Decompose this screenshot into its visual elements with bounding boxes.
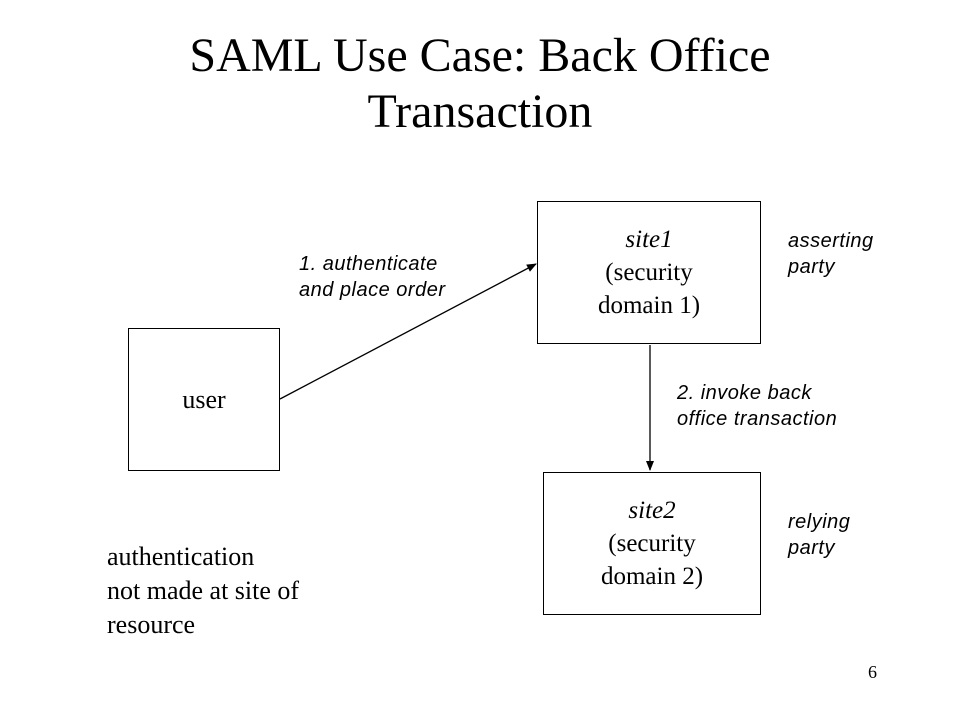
note-line-1: authentication bbox=[107, 542, 255, 571]
site1-node-name: site1 bbox=[625, 226, 673, 253]
arrow-user-to-site1 bbox=[279, 263, 537, 400]
note-line-3: resource bbox=[107, 610, 196, 639]
slide-title-line-2: Transaction bbox=[367, 85, 593, 138]
slide-title: SAML Use Case: Back Office Transaction bbox=[60, 28, 900, 140]
role-label-asserting-line-1: asserting bbox=[788, 230, 874, 252]
role-label-asserting-line-2: party bbox=[788, 256, 835, 278]
edge-label-authenticate-line-1: 1. authenticate bbox=[299, 253, 438, 275]
slide-title-line-1: SAML Use Case: Back Office bbox=[189, 29, 771, 82]
role-label-relying: relying party bbox=[788, 509, 850, 561]
edge-label-authenticate-line-2: and place order bbox=[299, 279, 446, 301]
site1-node-line-2: (security bbox=[605, 259, 693, 286]
edge-label-invoke: 2. invoke back office transaction bbox=[677, 380, 837, 432]
user-node-label: user bbox=[182, 385, 226, 414]
role-label-relying-line-1: relying bbox=[788, 511, 851, 533]
site2-node-name: site2 bbox=[628, 497, 676, 524]
site2-node-line-2: (security bbox=[608, 530, 696, 557]
edge-label-authenticate: 1. authenticate and place order bbox=[299, 251, 445, 303]
user-node: user bbox=[128, 328, 280, 471]
site1-node-line-3: domain 1) bbox=[597, 292, 701, 319]
site2-node-line-3: domain 2) bbox=[600, 563, 704, 590]
note-text: authentication not made at site of resou… bbox=[107, 540, 299, 642]
note-line-2: not made at site of bbox=[107, 576, 300, 605]
site2-node: site2 (security domain 2) bbox=[543, 472, 761, 615]
site1-node: site1 (security domain 1) bbox=[537, 201, 761, 344]
edge-label-invoke-line-2: office transaction bbox=[677, 408, 838, 430]
edge-label-invoke-line-1: 2. invoke back bbox=[677, 382, 812, 404]
page-number: 6 bbox=[868, 662, 877, 682]
role-label-asserting: asserting party bbox=[788, 228, 874, 280]
role-label-relying-line-2: party bbox=[788, 537, 835, 559]
